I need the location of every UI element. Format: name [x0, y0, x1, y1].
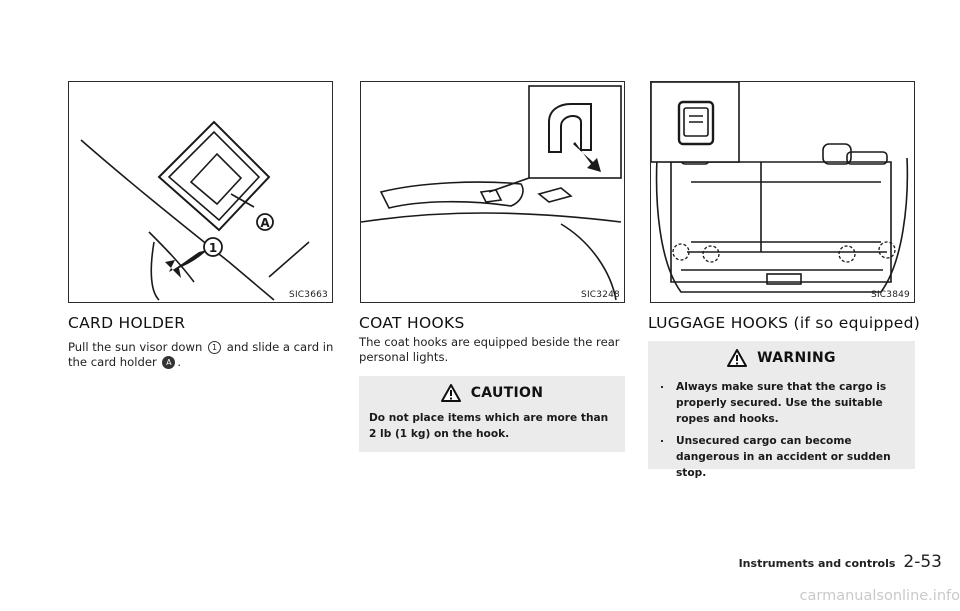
warning-label: WARNING — [757, 350, 836, 366]
figure-coat-hooks: SIC3248 — [360, 81, 625, 303]
warning-box: WARNING Always make sure that the cargo … — [648, 341, 915, 479]
coat-hooks-text: The coat hooks are equipped beside the r… — [359, 335, 620, 364]
coat-hooks-title: COAT HOOKS — [359, 314, 465, 332]
card-holder-text-3: . — [177, 355, 182, 369]
coat-hooks-illustration — [361, 85, 622, 301]
page-number: 2-53 — [903, 552, 942, 572]
footer-section: Instruments and controls — [738, 557, 896, 570]
caution-text: Do not place items which are more than 2… — [369, 412, 609, 440]
caution-label: CAUTION — [470, 385, 544, 401]
figure-luggage-hooks: SIC3849 — [650, 81, 915, 303]
card-holder-title: CARD HOLDER — [68, 314, 186, 332]
warning-item: Unsecured cargo can become dangerous in … — [658, 431, 905, 481]
warning-triangle-icon — [727, 349, 748, 367]
svg-text:A: A — [260, 216, 270, 230]
figure-id: SIC3248 — [581, 290, 620, 300]
luggage-hooks-illustration — [651, 82, 909, 293]
card-holder-text-2: and slide a card in the card holder — [68, 340, 334, 369]
warning-list: Always make sure that the cargo is prope… — [658, 377, 905, 481]
caution-box: CAUTION Do not place items which are mor… — [359, 376, 625, 452]
marker-a: A — [162, 356, 176, 369]
warning-triangle-icon — [440, 384, 461, 402]
figure-id: SIC3663 — [289, 290, 328, 300]
svg-text:1: 1 — [209, 241, 217, 255]
card-holder-text: Pull the sun visor down 1 and slide a ca… — [68, 340, 338, 370]
card-holder-illustration: A 1 — [80, 120, 310, 301]
marker-1: 1 — [208, 341, 222, 354]
page-footer: Instruments and controls 2-53 — [739, 552, 942, 572]
figure-id: SIC3849 — [871, 290, 910, 300]
warning-header: WARNING — [658, 349, 905, 367]
caution-header: CAUTION — [369, 384, 615, 402]
watermark: carmanualsonline.info — [799, 588, 960, 604]
figure-card-holder: A 1 SIC3663 — [68, 81, 333, 303]
warning-item: Always make sure that the cargo is prope… — [658, 377, 905, 427]
card-holder-text-1: Pull the sun visor down — [68, 340, 207, 354]
luggage-hooks-title: LUGGAGE HOOKS (if so equipped) — [648, 314, 921, 332]
